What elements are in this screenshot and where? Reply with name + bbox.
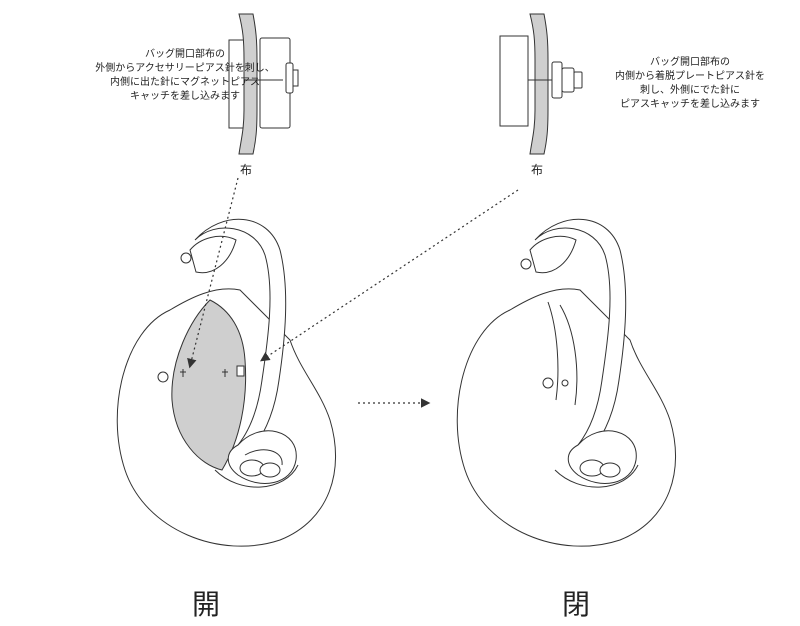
note-left: バッグ開口部布の 外側からアクセサリーピアス針を刺し、 内側に出た針にマグネット… — [70, 48, 300, 104]
note-left-line: キャッチを差し込みます — [130, 91, 240, 102]
note-right-line: ピアスキャッチを差し込みます — [620, 99, 760, 110]
cross-section-right — [499, 13, 583, 155]
piercing-catch-right — [551, 61, 563, 99]
note-right: バッグ開口部布の 内側から着脱プレートピアス針を 刺し、外側にでた針に ピアスキ… — [585, 56, 795, 112]
note-left-line: 内側に出た針にマグネットピアス — [110, 77, 260, 88]
note-right-line: 刺し、外側にでた針に — [640, 85, 740, 96]
note-right-line: バッグ開口部布の — [650, 57, 730, 68]
closed-pin-2 — [561, 379, 569, 387]
pin-marker-4 — [236, 365, 245, 377]
cross-section-left — [228, 13, 299, 155]
bag-ring-right — [520, 258, 532, 270]
bag-fabric-opening-left — [171, 299, 247, 471]
pin-marker-1 — [157, 371, 169, 383]
bag-body-right — [456, 288, 677, 547]
bag-ring-left — [180, 252, 192, 264]
open-state-label: 開 — [192, 588, 221, 621]
pin-marker-3 — [222, 369, 228, 377]
cloth-label-left: 布 — [240, 163, 253, 177]
note-left-line: 外側からアクセサリーピアス針を刺し、 — [95, 63, 275, 74]
note-left-line: バッグ開口部布の — [145, 49, 225, 60]
pin-marker-2 — [180, 369, 186, 377]
cloth-label-right: 布 — [531, 163, 544, 177]
removable-plate-right — [499, 35, 529, 127]
bag-open — [116, 218, 337, 547]
closed-state-label: 閉 — [562, 588, 591, 621]
leader-arrows — [187, 177, 519, 408]
leader-arrow-left — [187, 177, 239, 369]
leader-arrow-right — [260, 189, 519, 362]
note-right-line: 内側から着脱プレートピアス針を — [615, 71, 765, 82]
closed-pin-1 — [542, 377, 554, 389]
fabric-section-left — [238, 13, 258, 155]
bag-closed — [456, 218, 677, 547]
fabric-section-right — [529, 13, 549, 155]
